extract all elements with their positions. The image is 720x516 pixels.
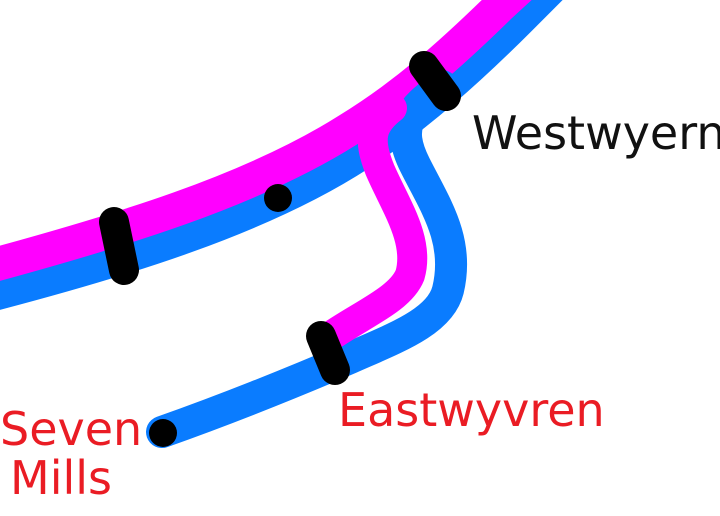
- blue-line-main-arc: [0, 0, 563, 310]
- eastwyvren-station-marker[interactable]: [306, 321, 350, 385]
- blue-line-branch: [146, 70, 468, 448]
- westwyern-label[interactable]: Westwyern: [472, 106, 720, 160]
- seven-mills-station-marker[interactable]: [149, 419, 177, 447]
- magenta-line-main-arc: [0, 0, 532, 281]
- seven-mills-label-line2[interactable]: Mills: [10, 451, 112, 505]
- seven-mills-label[interactable]: Seven: [0, 402, 142, 456]
- westwyern-station-marker[interactable]: [409, 51, 461, 111]
- magenta-line-branch: [310, 93, 428, 355]
- left-station-marker[interactable]: [99, 207, 139, 285]
- eastwyvren-label[interactable]: Eastwyvren: [338, 383, 605, 437]
- small-station-marker[interactable]: [264, 184, 292, 212]
